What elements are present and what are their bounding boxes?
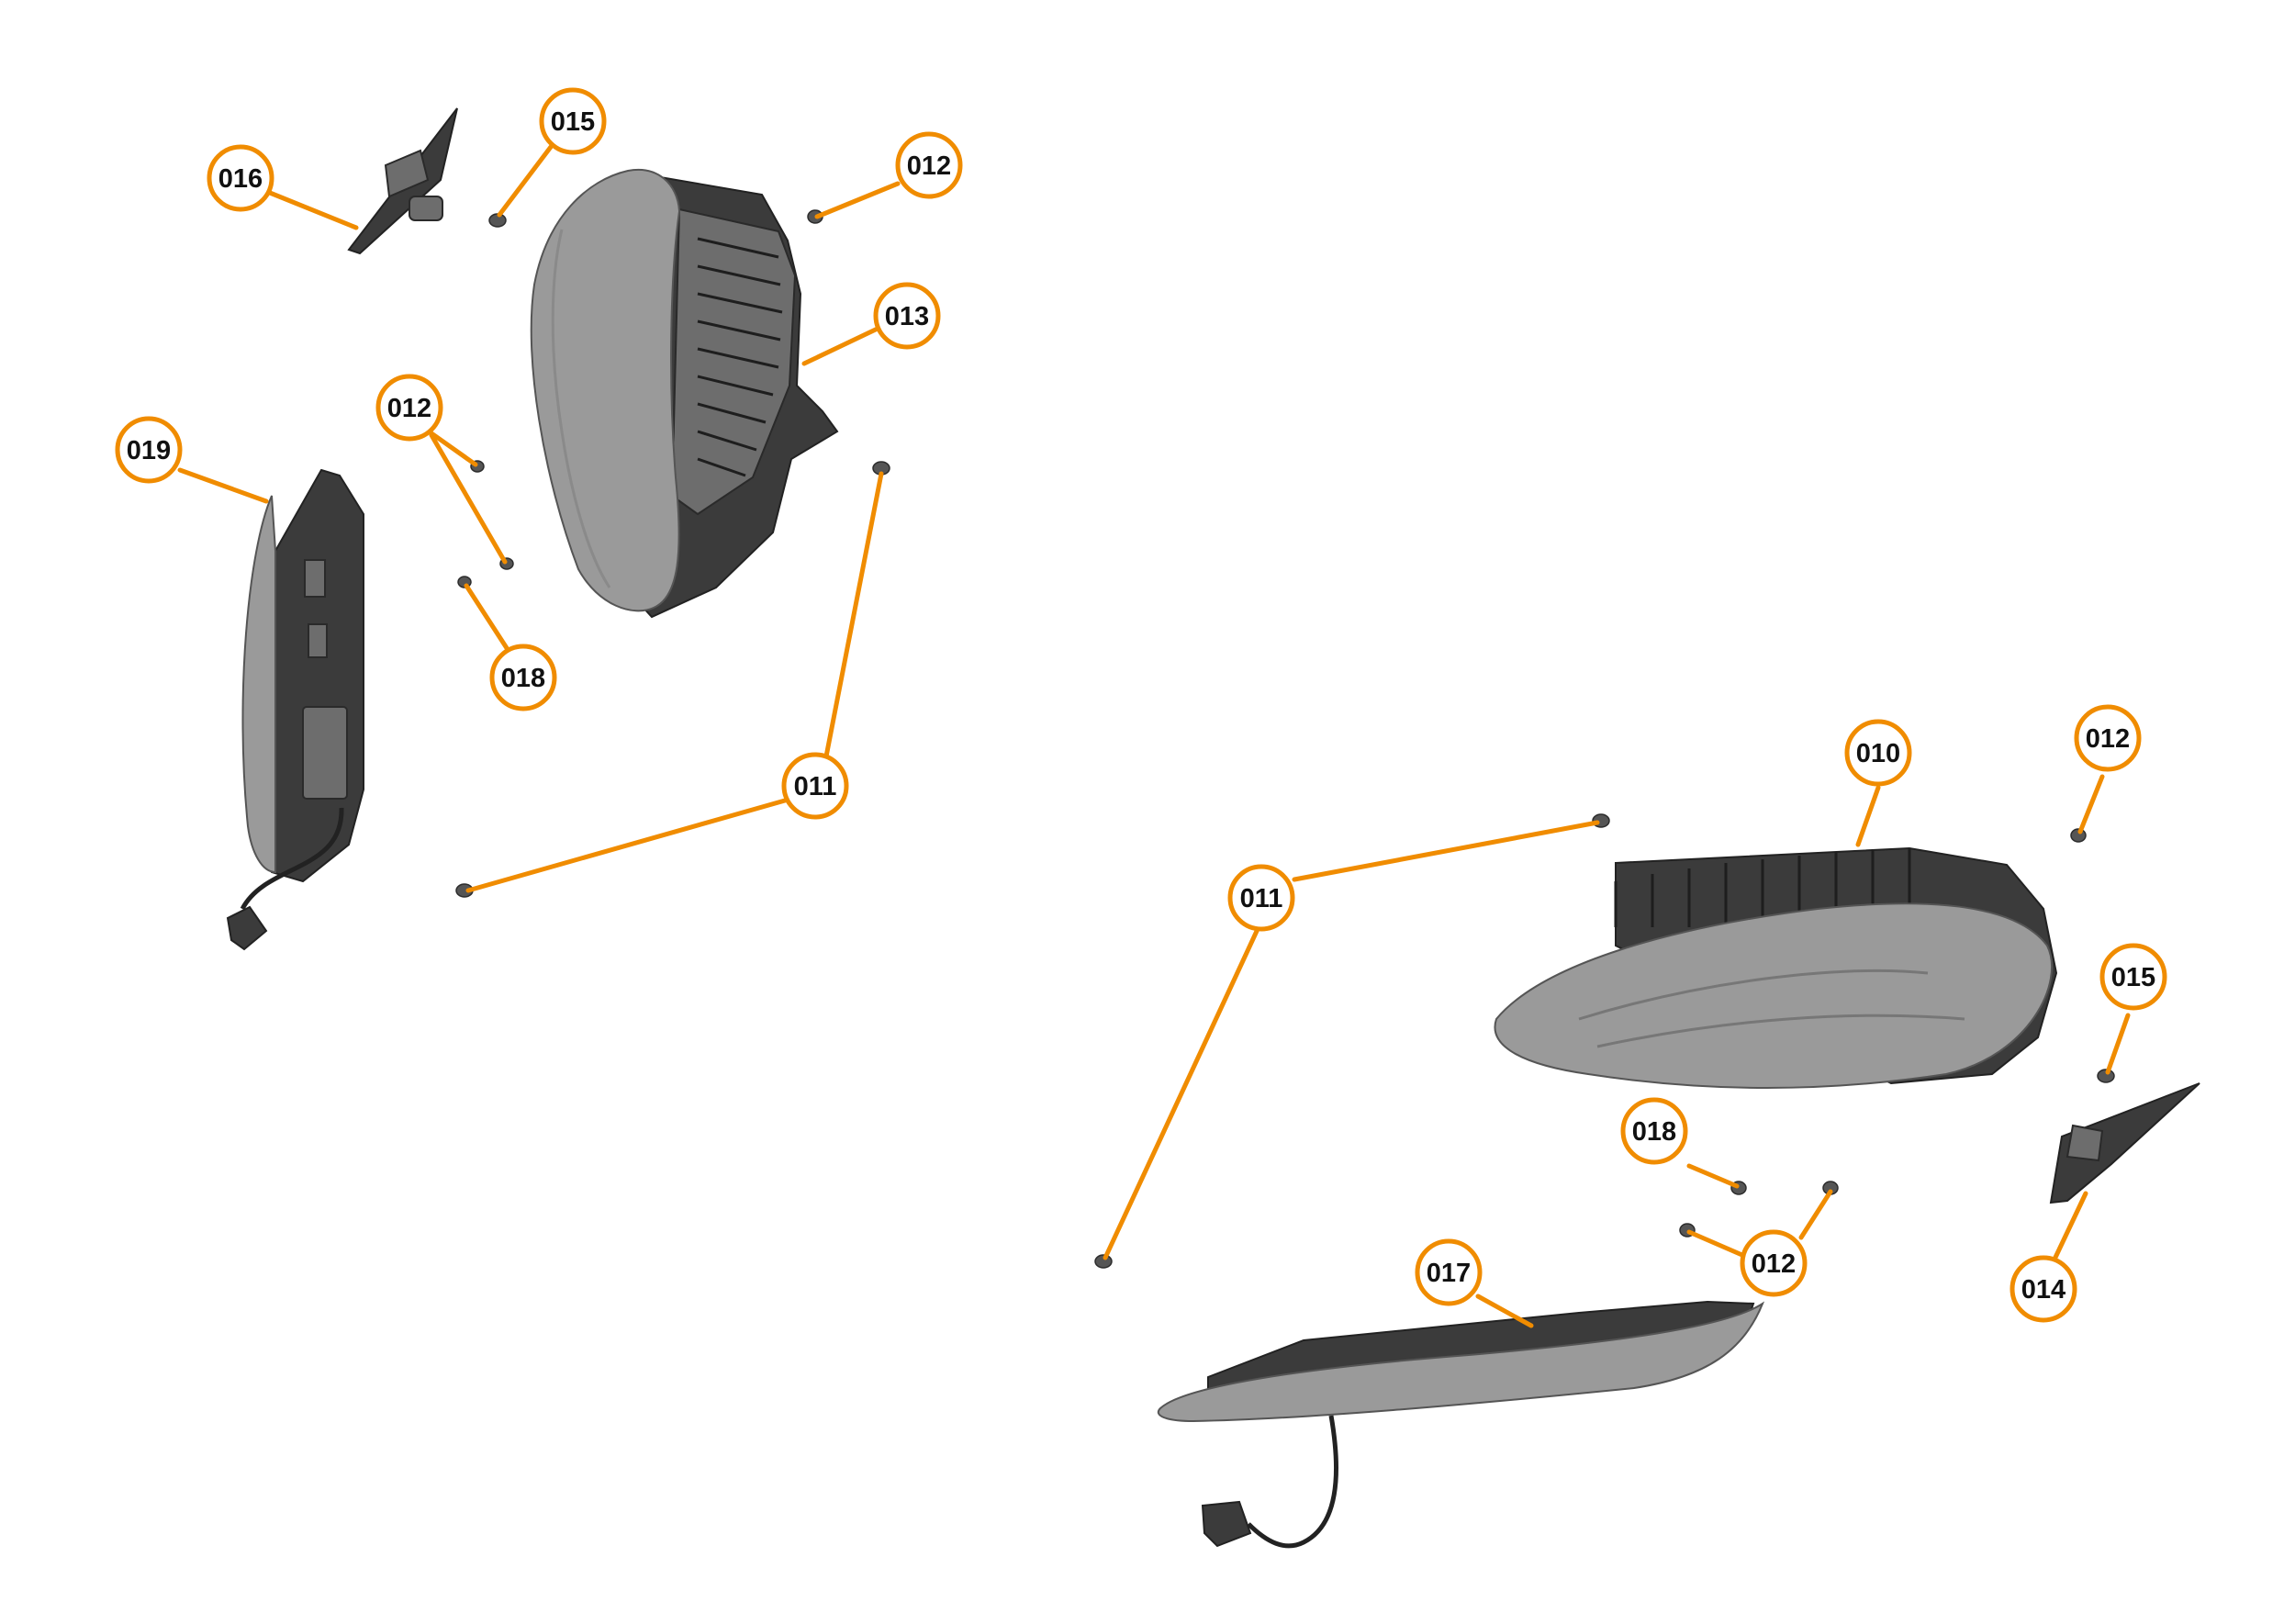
callout-011-left: 011 bbox=[781, 752, 849, 820]
part-010-housing bbox=[1494, 846, 2058, 1089]
callout-012-bottom: 012 bbox=[1740, 1229, 1808, 1297]
callout-017: 017 bbox=[1415, 1238, 1483, 1306]
callout-012-right: 012 bbox=[2074, 704, 2142, 772]
leader-012-bottom-a bbox=[1686, 1229, 1747, 1259]
callout-015-right-label: 015 bbox=[2111, 963, 2155, 992]
callout-019: 019 bbox=[115, 416, 183, 484]
part-010-heatsink-fins bbox=[1614, 848, 1911, 927]
leader-019 bbox=[177, 467, 269, 504]
callout-014-label: 014 bbox=[2021, 1275, 2066, 1305]
callout-012-top-label: 012 bbox=[907, 151, 951, 181]
leader-018-left bbox=[464, 583, 509, 651]
leader-011-right-b bbox=[1103, 926, 1260, 1260]
leader-012-left-b bbox=[429, 432, 508, 565]
callout-012-bottom-label: 012 bbox=[1752, 1249, 1796, 1279]
callout-010-label: 010 bbox=[1856, 739, 1900, 768]
callout-019-label: 019 bbox=[127, 436, 171, 465]
leader-011-left-a bbox=[823, 471, 884, 759]
callout-012-left: 012 bbox=[375, 374, 443, 442]
leader-014 bbox=[2050, 1191, 2088, 1266]
part-014-bracket bbox=[2049, 1082, 2200, 1204]
part-013-heatsink-grid bbox=[697, 237, 783, 477]
callout-011-left-label: 011 bbox=[794, 772, 837, 801]
leader-017 bbox=[1475, 1294, 1534, 1328]
callout-012-top: 012 bbox=[895, 131, 963, 199]
leader-015-top bbox=[497, 144, 554, 218]
leader-012-top bbox=[814, 181, 901, 219]
callout-015-top: 015 bbox=[539, 87, 607, 155]
part-017-light-strip bbox=[1158, 1300, 1765, 1549]
leader-012-bottom-b bbox=[1798, 1189, 1833, 1240]
callout-010: 010 bbox=[1844, 719, 1912, 787]
leader-013 bbox=[801, 324, 884, 366]
callout-016: 016 bbox=[207, 144, 274, 212]
callout-017-label: 017 bbox=[1427, 1259, 1471, 1288]
callout-015-top-label: 015 bbox=[551, 107, 595, 137]
leader-lines bbox=[177, 144, 2131, 1328]
callout-013: 013 bbox=[873, 282, 941, 350]
callout-016-label: 016 bbox=[218, 164, 263, 194]
callout-012-right-label: 012 bbox=[2086, 724, 2130, 754]
callout-014: 014 bbox=[2010, 1255, 2077, 1323]
callout-018-right: 018 bbox=[1620, 1097, 1688, 1165]
screw-015-right bbox=[2097, 1069, 2115, 1083]
callout-018-right-label: 018 bbox=[1632, 1117, 1676, 1147]
part-013-housing bbox=[530, 168, 839, 619]
leader-011-left-b bbox=[465, 796, 794, 893]
callouts: 016 015 012 013 012 019 018 011 bbox=[115, 87, 2167, 1323]
part-016-bracket bbox=[347, 107, 458, 255]
callout-015-right: 015 bbox=[2099, 943, 2167, 1011]
leader-018-right bbox=[1686, 1163, 1740, 1189]
callout-018-left-label: 018 bbox=[501, 664, 545, 693]
leader-012-left-a bbox=[429, 431, 478, 467]
callout-013-label: 013 bbox=[885, 302, 929, 331]
callout-012-left-label: 012 bbox=[387, 394, 431, 423]
part-019-light-strip bbox=[226, 468, 364, 951]
callout-011-right: 011 bbox=[1227, 864, 1295, 932]
callout-011-right-label: 011 bbox=[1240, 884, 1283, 913]
leader-011-right-a bbox=[1292, 820, 1600, 882]
leader-016 bbox=[267, 190, 359, 230]
leader-010 bbox=[1855, 785, 1881, 847]
callout-018-left: 018 bbox=[489, 644, 557, 711]
leader-015-right bbox=[2105, 1013, 2131, 1075]
leader-012-right bbox=[2077, 774, 2105, 834]
